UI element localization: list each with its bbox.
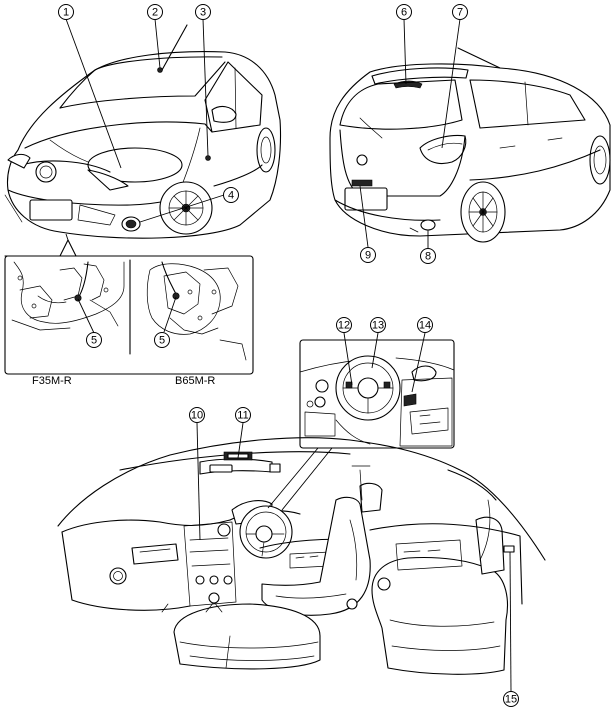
right-engine-drawing bbox=[146, 261, 247, 361]
svg-text:8: 8 bbox=[425, 251, 431, 263]
left-engine-drawing bbox=[11, 261, 125, 331]
svg-text:11: 11 bbox=[237, 410, 248, 422]
callout-7: 7 bbox=[452, 4, 468, 20]
callout-13: 13 bbox=[370, 317, 386, 333]
svg-text:15: 15 bbox=[505, 694, 517, 706]
callout-6: 6 bbox=[396, 4, 412, 20]
callout-5-right: 5 bbox=[154, 332, 170, 348]
svg-text:12: 12 bbox=[338, 320, 350, 332]
front-car-illustration bbox=[4, 24, 282, 239]
callout-8: 8 bbox=[420, 248, 436, 264]
svg-text:13: 13 bbox=[372, 320, 384, 332]
callout-2: 2 bbox=[147, 4, 163, 20]
svg-text:6: 6 bbox=[401, 7, 407, 19]
caption-f35m-r: F35M-R bbox=[32, 375, 72, 387]
svg-text:5: 5 bbox=[159, 335, 165, 347]
callout-5-left: 5 bbox=[86, 332, 102, 348]
svg-text:7: 7 bbox=[457, 7, 463, 19]
callout-15: 15 bbox=[503, 691, 519, 707]
callout-4: 4 bbox=[223, 187, 239, 203]
steering-inset-box bbox=[299, 339, 455, 449]
svg-text:5: 5 bbox=[91, 335, 97, 347]
engine-inset-box: F35M-R B65M-R bbox=[4, 233, 254, 387]
callout-3: 3 bbox=[195, 4, 211, 20]
svg-text:14: 14 bbox=[419, 320, 431, 332]
svg-text:10: 10 bbox=[191, 410, 203, 422]
svg-text:1: 1 bbox=[63, 7, 69, 19]
interior-illustration bbox=[57, 437, 546, 675]
callout-14: 14 bbox=[417, 317, 433, 333]
svg-text:4: 4 bbox=[228, 190, 234, 202]
svg-text:3: 3 bbox=[200, 7, 206, 19]
callout-1: 1 bbox=[58, 4, 74, 20]
callout-9: 9 bbox=[360, 247, 376, 263]
caption-b65m-r: B65M-R bbox=[175, 375, 215, 387]
callout-10: 10 bbox=[189, 407, 205, 423]
leader-lines bbox=[65, 18, 512, 692]
callout-11: 11 bbox=[235, 407, 251, 423]
callout-12: 12 bbox=[336, 317, 352, 333]
svg-text:2: 2 bbox=[152, 7, 158, 19]
svg-text:9: 9 bbox=[365, 250, 371, 262]
rear-car-illustration bbox=[329, 47, 611, 243]
